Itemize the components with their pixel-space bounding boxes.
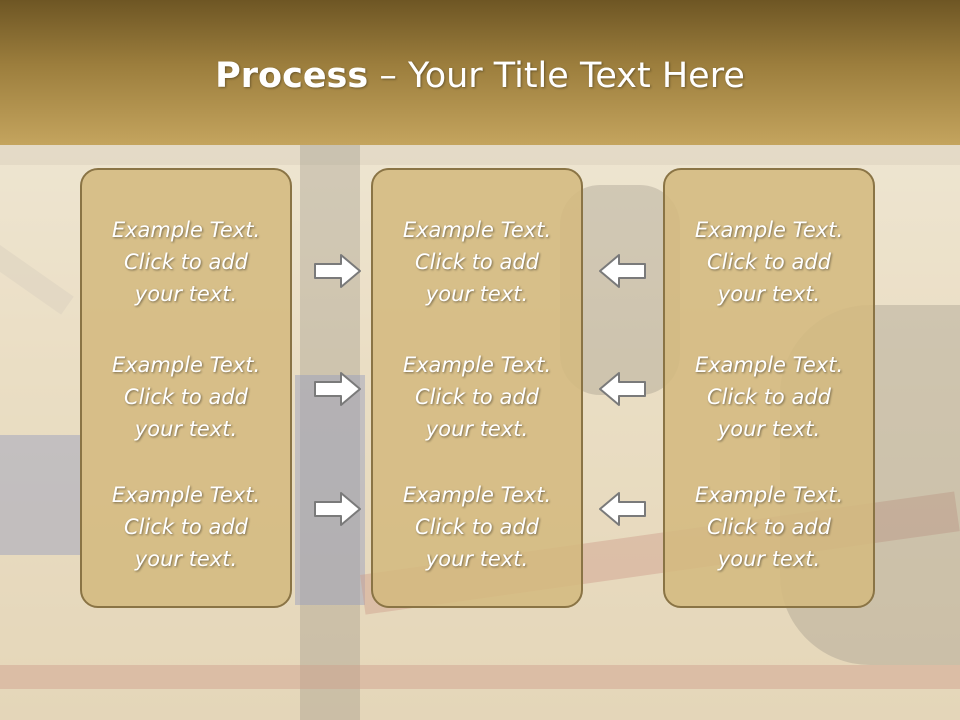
text-placeholder[interactable]: Example Text. Click to add your text. xyxy=(402,218,552,306)
process-box-right[interactable]: Example Text. Click to add your text. Ex… xyxy=(663,168,875,608)
text-placeholder[interactable]: Example Text. Click to add your text. xyxy=(111,483,261,571)
text-placeholder[interactable]: Example Text. Click to add your text. xyxy=(402,483,552,571)
text-placeholder[interactable]: Example Text. Click to add your text. xyxy=(111,218,261,306)
right-arrow-icon xyxy=(314,254,361,288)
process-box-center[interactable]: Example Text. Click to add your text. Ex… xyxy=(371,168,583,608)
text-placeholder[interactable]: Example Text. Click to add your text. xyxy=(694,218,844,306)
title-rest: – Your Title Text Here xyxy=(368,56,745,96)
title-bold: Process xyxy=(215,56,369,96)
text-placeholder[interactable]: Example Text. Click to add your text. xyxy=(111,353,261,441)
left-arrow-icon xyxy=(599,492,646,526)
left-arrow-icon xyxy=(599,254,646,288)
title-bar: Process – Your Title Text Here xyxy=(0,0,960,145)
text-placeholder[interactable]: Example Text. Click to add your text. xyxy=(694,483,844,571)
left-arrow-icon xyxy=(599,372,646,406)
text-placeholder[interactable]: Example Text. Click to add your text. xyxy=(402,353,552,441)
process-box-left[interactable]: Example Text. Click to add your text. Ex… xyxy=(80,168,292,608)
right-arrow-icon xyxy=(314,492,361,526)
text-placeholder[interactable]: Example Text. Click to add your text. xyxy=(694,353,844,441)
right-arrow-icon xyxy=(314,372,361,406)
slide-title[interactable]: Process – Your Title Text Here xyxy=(0,54,960,98)
